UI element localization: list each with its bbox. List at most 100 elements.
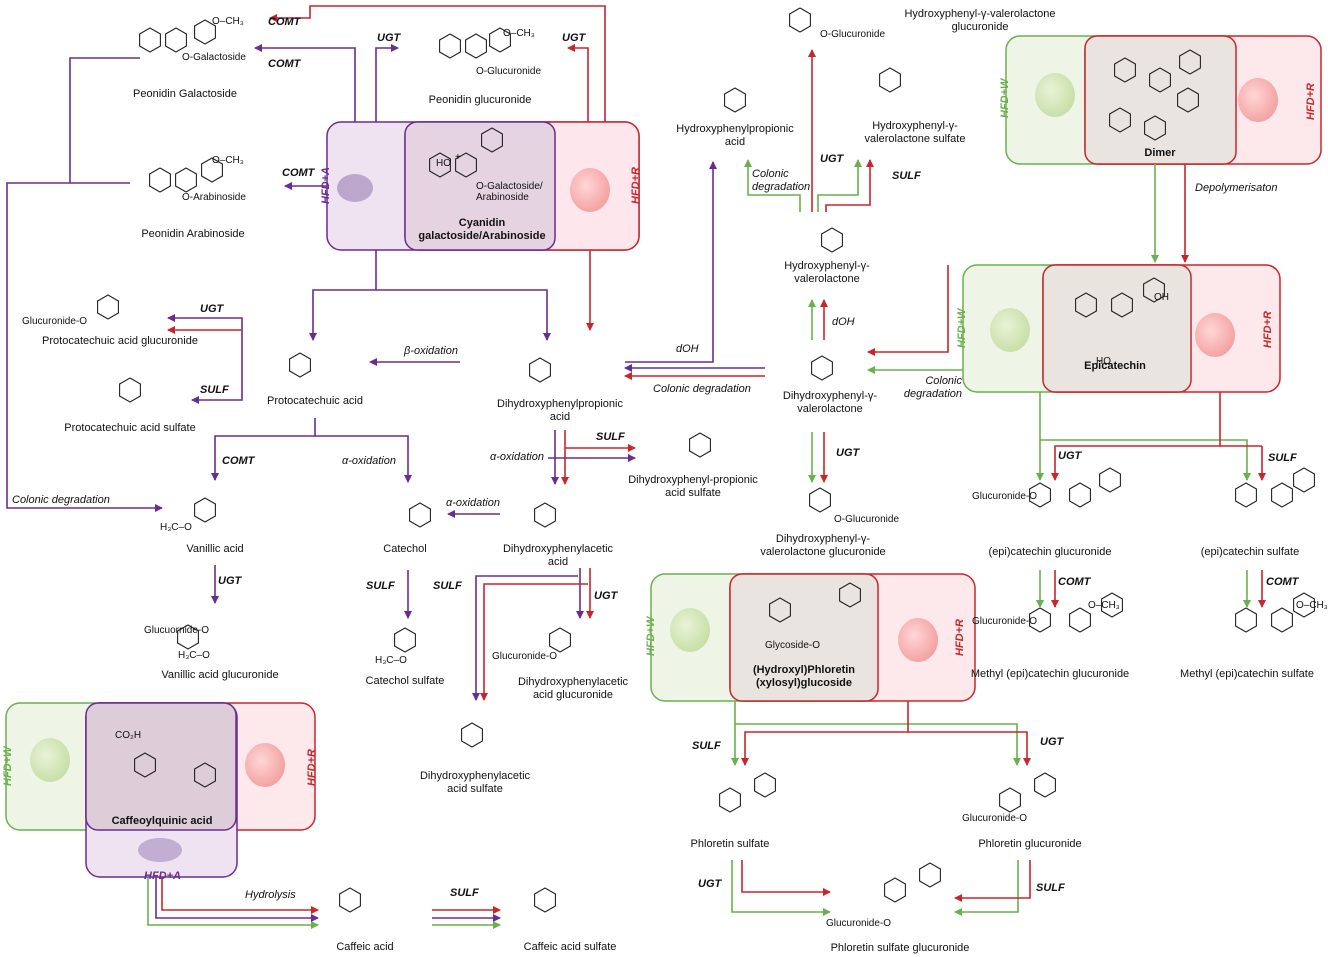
structure-ring: [175, 167, 197, 193]
structure-ring: [394, 627, 416, 653]
compound-hpvl: Hydroxyphenyl-γ-valerolactone: [784, 260, 870, 285]
structure-ring: [1114, 57, 1136, 83]
structure-ring: [1075, 292, 1097, 318]
structure-ring: [461, 722, 483, 748]
structure-ring: [194, 19, 216, 45]
reaction-ugt-4: UGT: [218, 575, 242, 587]
compound-methyl-epi-glucuronide: Methyl (epi)catechin glucuronide: [970, 668, 1130, 680]
compound-protocatechuic-sulfate: Protocatechuic acid sulfate: [64, 422, 196, 434]
compound-peonidin-galactoside: Peonidin Galactoside: [133, 88, 237, 100]
structure-ring: [1109, 107, 1131, 133]
dimer-box-group: [1005, 35, 1322, 165]
structure-ring: [789, 7, 811, 33]
frag-h3c-o-vanillic: H₃C–O: [160, 522, 192, 533]
frag-glucuronide-o-dhpaa: Glucuronide-O: [492, 651, 558, 662]
structure-ring: [134, 752, 156, 778]
diet-label-hfd-r-cyanidin: HFD+R: [630, 167, 642, 204]
reaction-ugt-3: UGT: [200, 303, 224, 315]
reaction-colonic-degradation-3: Colonic degradation: [752, 168, 811, 193]
reaction-alpha-oxidation-1: α-oxidation: [342, 455, 396, 467]
structure-ring: [1101, 592, 1123, 618]
structure-ring: [811, 355, 833, 381]
reaction-comt-3: COMT: [282, 167, 315, 179]
structure-ring: [1235, 482, 1257, 508]
structure-ring: [821, 227, 843, 253]
phloretin-box-group: [650, 573, 976, 702]
frag-glucuronide-o-phloretin-sg: Glucuronide-O: [826, 918, 892, 929]
structure-ring: [1179, 49, 1201, 75]
structure-ring: [289, 352, 311, 378]
compound-caffeic-sulfate: Caffeic acid sulfate: [523, 941, 617, 953]
structure-ring: [839, 582, 861, 608]
structure-ring: [165, 27, 187, 53]
source-cyanidin: Cyanidin galactoside/Arabinoside: [418, 217, 546, 242]
compound-epi-glucuronide: (epi)catechin glucuronide: [988, 546, 1112, 558]
reaction-sulf-7: SULF: [692, 740, 721, 752]
structure-ring: [1293, 467, 1315, 493]
reaction-ugt-8: UGT: [1058, 450, 1082, 462]
compound-caffeic: Caffeic acid: [336, 941, 394, 953]
compound-peonidin-arabinoside: Peonidin Arabinoside: [141, 228, 245, 240]
reaction-sulf-9: SULF: [450, 887, 479, 899]
diet-label-hfd-w-dimer: HFD+W: [999, 78, 1011, 118]
frag-o-ch3-1: O–CH₃: [212, 16, 244, 27]
compound-catechol: Catechol: [383, 543, 427, 555]
compound-phloretin-sulfate: Phloretin sulfate: [690, 838, 770, 850]
frag-o-galactoside-arabinoside: O-Galactoside/ Arabinoside: [476, 181, 543, 203]
compound-dhppa-sulfate: Dihydroxyphenyl-propionic acid sulfate: [628, 474, 758, 499]
frag-co2h: CO₂H: [115, 730, 142, 741]
structure-ring: [1034, 772, 1056, 798]
compound-vanillic: Vanillic acid: [186, 543, 244, 555]
source-dimer: Dimer: [1144, 147, 1176, 159]
compound-hppa: Hydroxyphenylpropionic acid: [676, 123, 794, 148]
structure-ring: [481, 127, 503, 153]
frag-glucuronide-o-protocatechuic: Glucuronide-O: [22, 316, 88, 327]
frag-glucuornide-o-vanillic: Glucuornide-O: [144, 625, 210, 636]
frag-o-glucuronide-dhpvl: O-Glucuronide: [834, 514, 900, 525]
frag-o-ch3-2: O–CH₃: [503, 28, 535, 39]
structure-ring: [1069, 607, 1091, 633]
reaction-sulf-1: SULF: [200, 384, 229, 396]
structure-ring: [529, 357, 551, 383]
frag-o-glucuronide-peonidin: O-Glucuronide: [476, 66, 542, 77]
source-caffeoylquinic: Caffeoylquinic acid: [111, 815, 213, 827]
structure-ring: [97, 294, 119, 320]
structure-ring: [139, 27, 161, 53]
diet-label-hfd-r-phloretin: HFD+R: [954, 619, 966, 656]
compound-vanillic-glucuronide: Vanillic acid glucuronide: [161, 669, 279, 681]
compound-dhpaa: Dihydroxyphenylacetic acid: [502, 543, 614, 568]
reaction-comt-1: COMT: [268, 16, 301, 28]
structure-ring: [1149, 67, 1171, 93]
frag-glucuronide-o-epi: Glucuronide-O: [972, 491, 1038, 502]
structure-ring: [1143, 277, 1165, 303]
structure-ring: [1099, 467, 1121, 493]
reaction-comt-6: COMT: [1266, 576, 1299, 588]
diet-label-hfd-r-dimer: HFD+R: [1305, 83, 1317, 120]
compound-phloretin-glucuronide: Phloretin glucuronide: [978, 838, 1082, 850]
reaction-sulf-6: SULF: [1268, 452, 1297, 464]
source-phloretin-glycoside: (Hydroxyl)Phloretin (xylosyl)glucoside: [752, 664, 856, 689]
structure-ring: [489, 27, 511, 53]
frag-o-ch3-5: O–CH₃: [1088, 600, 1120, 611]
reaction-ugt-1: UGT: [377, 32, 401, 44]
frag-h3c-o-vanillic-glucuronide: H₃C–O: [178, 650, 210, 661]
frag-h3c-o-catechol: H₃C–O: [375, 655, 407, 666]
structure-ring: [201, 157, 223, 183]
reaction-beta-oxidation: β-oxidation: [404, 345, 458, 357]
reaction-ugt-7: UGT: [820, 153, 844, 165]
reaction-colonic-degradation-1: Colonic degradation: [12, 494, 110, 506]
frag-o-arabinoside: O-Arabinoside: [182, 192, 246, 203]
frag-glycoside-o: Glycoside-O: [765, 640, 821, 651]
structure-ring: [194, 762, 216, 788]
structure-ring: [879, 67, 901, 93]
structure-ring: [1111, 292, 1133, 318]
diet-label-hfd-a-cyanidin: HFD+A: [320, 167, 332, 204]
structure-ring: [549, 627, 571, 653]
compound-catechol-sulfate: Catechol sulfate: [365, 675, 445, 687]
structure-ring: [1235, 607, 1257, 633]
structure-ring: [119, 377, 141, 403]
compound-methyl-epi-sulfate: Methyl (epi)catechin sulfate: [1180, 668, 1314, 680]
compound-dhpvl: Dihydroxyphenyl-γ-valerolactone: [782, 390, 878, 415]
structure-ring: [1069, 482, 1091, 508]
